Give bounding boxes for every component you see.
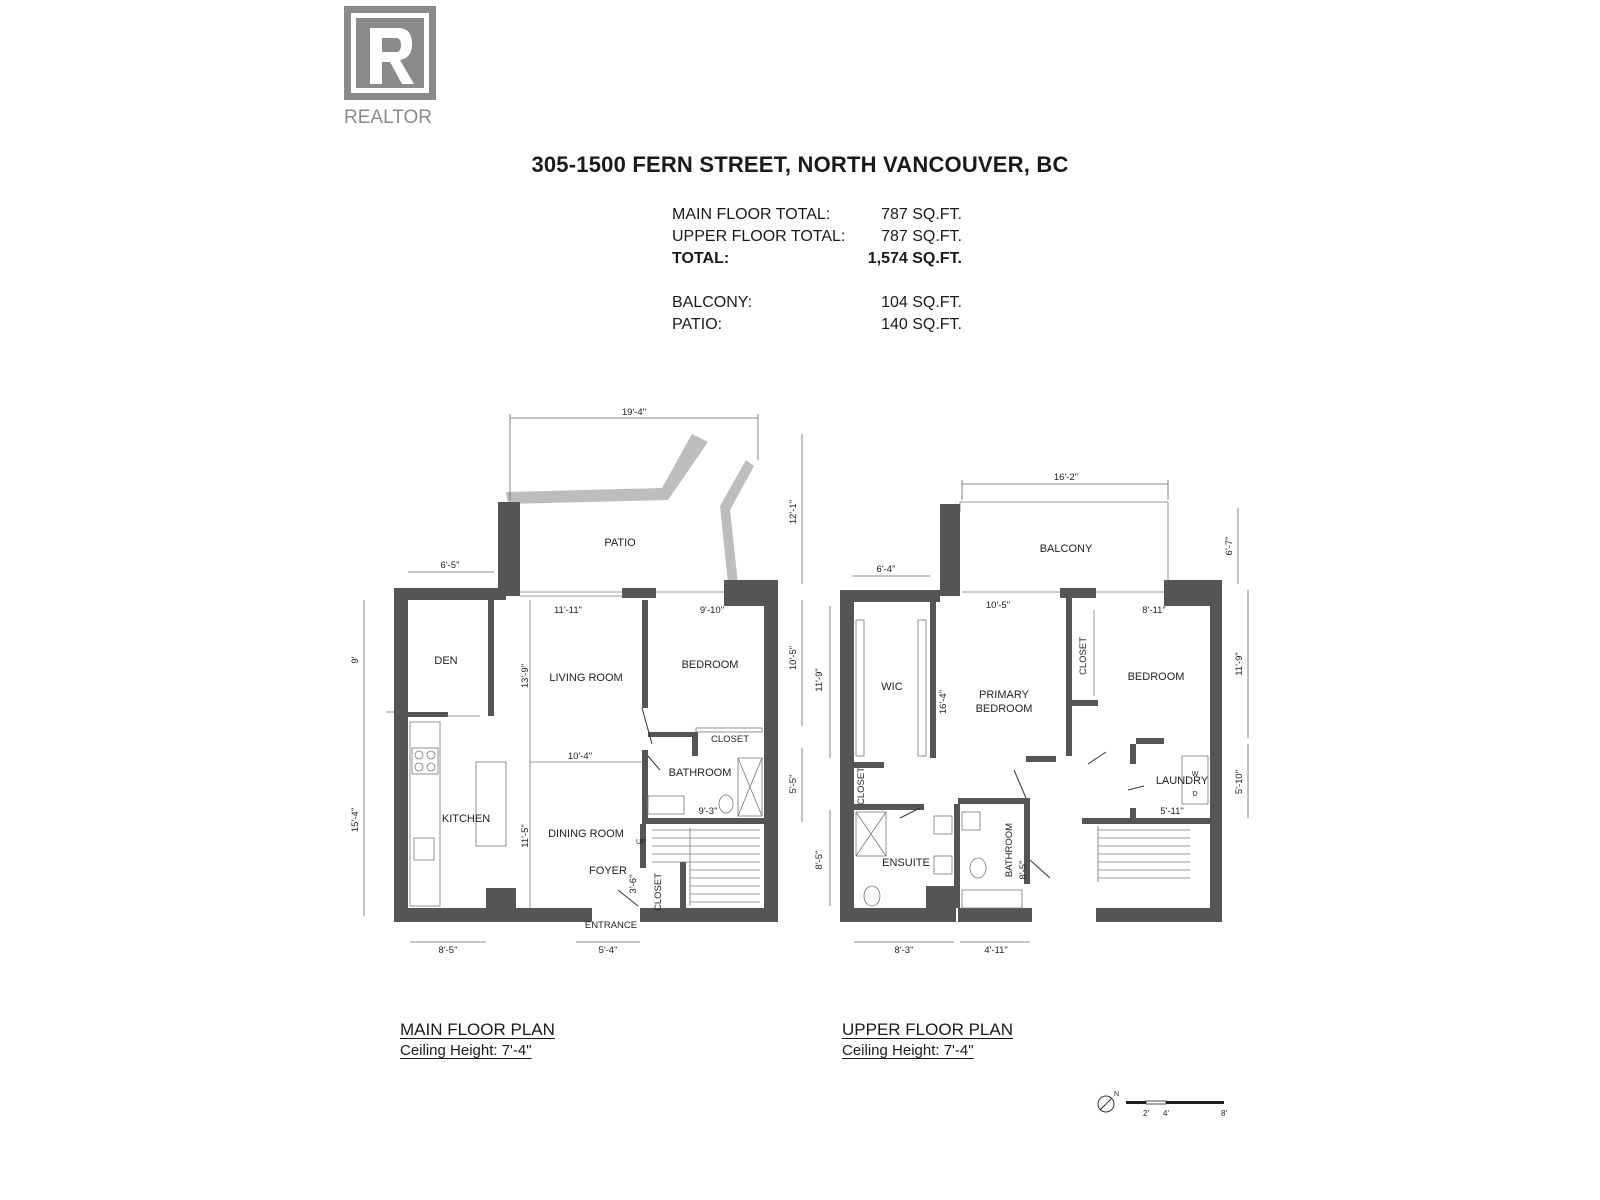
room-label-foyer: FOYER — [589, 865, 627, 877]
dim-wic-width: 6'-4" — [877, 564, 896, 575]
patio-railing — [498, 434, 754, 596]
dim-dining-depth: 11'-5" — [520, 824, 531, 848]
area-row-upper: UPPER FLOOR TOTAL:787 SQ.FT. — [672, 228, 962, 245]
room-label-upper-bathroom: BATHROOM — [1004, 823, 1015, 877]
balcony-outline — [940, 501, 1169, 596]
room-label-wic-closet: CLOSET — [856, 767, 867, 805]
room-label-bedroom-closet: CLOSET — [1078, 637, 1089, 675]
room-label-dining-room: DINING ROOM — [548, 828, 624, 840]
dim-bathroom-width: 9'-3" — [699, 806, 718, 817]
upper-dimension-lines — [829, 480, 1249, 943]
upper-floor-walls — [840, 580, 1222, 922]
area-row-balcony: BALCONY:104 SQ.FT. — [672, 294, 962, 311]
property-address-title: 305-1500 FERN STREET, NORTH VANCOUVER, B… — [531, 152, 1069, 177]
dim-living-width: 11'-11" — [554, 605, 582, 616]
room-label-bathroom: BATHROOM — [669, 767, 732, 779]
realtor-logo-text: REALTOR — [344, 107, 432, 128]
dim-patio-depth: 12'-1" — [788, 500, 799, 524]
room-label-ensuite: ENSUITE — [882, 857, 930, 869]
dim-balcony-width: 16'-2" — [1054, 472, 1078, 483]
room-label-bedroom: BEDROOM — [682, 659, 739, 671]
main-floor-walls — [394, 580, 778, 922]
scale-bar: N 2' 4' 8' — [1097, 1091, 1227, 1118]
room-label-foyer-closet: CLOSET — [653, 873, 664, 911]
area-row-patio: PATIO:140 SQ.FT. — [672, 316, 962, 333]
dim-balcony-depth: 6'-7" — [1224, 537, 1235, 556]
room-label-primary-line1: PRIMARY — [979, 689, 1030, 701]
main-bathroom-fixtures — [647, 727, 763, 817]
dim-upper-bedroom-width: 8'-11" — [1142, 605, 1166, 616]
dim-patio-width: 19'-4" — [622, 407, 646, 418]
room-label-entrance: ENTRANCE — [585, 920, 637, 931]
upper-stairs — [1097, 826, 1190, 882]
washer-label: W — [1192, 771, 1199, 778]
dim-bedroom-depth: 10'-5" — [788, 646, 799, 670]
upper-floor-plan-title: UPPER FLOOR PLAN — [842, 1020, 1013, 1039]
room-label-den: DEN — [434, 655, 457, 667]
dim-kitchen-depth: 15'-4" — [350, 808, 361, 832]
north-arrow-icon — [1097, 1095, 1115, 1113]
main-doors — [446, 707, 661, 907]
upper-doors — [899, 751, 1145, 879]
dim-dining-width: 10'-4" — [568, 751, 592, 762]
dim-bathroom-depth: 5'-5" — [788, 775, 799, 794]
dim-upper-bathroom-depth: 8'-5" — [1018, 861, 1029, 880]
area-row-total: TOTAL:1,574 SQ.FT. — [672, 250, 962, 267]
room-label-wic: WIC — [881, 681, 902, 693]
dryer-label: D — [1192, 791, 1197, 798]
wic-shelf-right — [917, 619, 927, 757]
scale-tick-2: 2' — [1143, 1109, 1149, 1118]
dim-kitchen-width: 8'-5" — [439, 945, 458, 956]
wic-shelf-left — [855, 619, 865, 757]
room-label-upper-bedroom: BEDROOM — [1128, 671, 1185, 683]
room-label-patio: PATIO — [604, 537, 636, 549]
room-label-primary-line2: BEDROOM — [976, 703, 1033, 715]
main-floor-plan-title: MAIN FLOOR PLAN — [400, 1020, 555, 1039]
room-label-living-room: LIVING ROOM — [549, 672, 622, 684]
area-summary: MAIN FLOOR TOTAL:787 SQ.FT. UPPER FLOOR … — [672, 204, 962, 336]
dim-bedroom-width: 9'-10" — [700, 605, 724, 616]
upper-bathroom-fixtures — [961, 811, 1023, 909]
upper-floor-plan: W D BALCONY WIC PRIMARY BEDROOM CLOSET B… — [814, 472, 1249, 956]
room-label-laundry: LAUNDRY — [1156, 775, 1209, 787]
dim-ensuite-depth: 8'-5" — [814, 851, 825, 870]
dim-den-width: 6'-5" — [441, 560, 460, 571]
dim-upper-bedroom-depth: 11'-9" — [1234, 652, 1245, 676]
dim-den-depth: 9' — [350, 656, 361, 663]
main-floor-plan: PATIO DEN LIVING ROOM BEDROOM CLOSET BAT… — [350, 407, 803, 956]
dim-wic-depth: 11'-9" — [814, 668, 825, 692]
room-label-kitchen: KITCHEN — [442, 813, 490, 825]
stairs-up-label: UP — [636, 839, 646, 846]
dim-foyer-closet: 3'-6" — [628, 875, 639, 894]
room-label-balcony: BALCONY — [1040, 543, 1093, 555]
dim-entrance-width: 5'-4" — [599, 945, 618, 956]
kitchen-fixtures — [409, 721, 507, 907]
area-row-main: MAIN FLOOR TOTAL:787 SQ.FT. — [672, 206, 962, 223]
scale-tick-4: 4' — [1163, 1109, 1169, 1118]
dim-primary-width: 10'-5" — [986, 600, 1010, 611]
ensuite-fixtures — [855, 811, 953, 907]
main-dimension-lines — [363, 414, 803, 943]
dim-laundry-width: 5'-11" — [1160, 806, 1184, 817]
washer-dryer — [1181, 755, 1209, 805]
dim-upper-bathroom-width: 4'-11" — [984, 945, 1008, 956]
main-floor-ceiling-height: Ceiling Height: 7'-4" — [400, 1042, 532, 1059]
dim-living-depth: 13'-9" — [520, 664, 531, 688]
room-label-closet: CLOSET — [711, 734, 749, 745]
realtor-logo: REALTOR — [344, 6, 436, 128]
dim-ensuite-width: 8'-3" — [895, 945, 914, 956]
scale-tick-8: 8' — [1221, 1109, 1227, 1118]
north-label: N — [1114, 1091, 1119, 1098]
dim-laundry-depth: 5'-10" — [1234, 770, 1245, 794]
main-stairs — [652, 828, 760, 906]
upper-floor-ceiling-height: Ceiling Height: 7'-4" — [842, 1042, 974, 1059]
dim-primary-depth: 16'-4" — [938, 690, 949, 714]
